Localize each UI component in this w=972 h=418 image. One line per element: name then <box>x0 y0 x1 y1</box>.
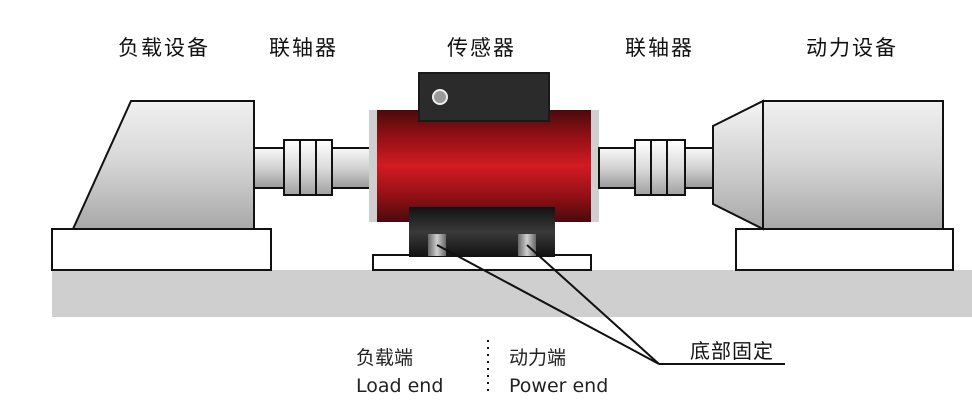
sensor-end-cap-left <box>369 110 377 222</box>
label-power-end-en: Power end <box>509 375 608 397</box>
ground-slab <box>52 270 972 317</box>
label-load-end-cn: 负载端 <box>356 347 413 369</box>
sensor-end-cap-right <box>591 110 599 222</box>
power-equipment-body <box>762 100 944 230</box>
sensor-connector-port-icon <box>432 89 448 105</box>
load-equipment-body <box>71 100 255 230</box>
label-power-equipment: 动力设备 <box>806 36 898 60</box>
leader-line-power-bolt <box>526 244 660 365</box>
sensor-base-plate <box>372 254 592 271</box>
sensor-red-body <box>377 110 591 222</box>
fixing-leader-lines <box>436 244 785 365</box>
right-coupling <box>634 139 686 196</box>
load-equipment-base <box>51 228 272 271</box>
torque-sensor <box>369 72 599 271</box>
left-coupling <box>283 139 333 196</box>
label-coupling-right: 联轴器 <box>625 36 694 60</box>
left-shaft-inner <box>331 147 373 189</box>
label-bottom-fixed: 底部固定 <box>690 339 774 363</box>
power-equipment-cone <box>712 99 764 231</box>
right-coupling-assembly <box>598 139 714 196</box>
right-shaft-inner <box>598 147 636 189</box>
left-coupling-assembly <box>253 139 373 196</box>
label-load-end-en: Load end <box>356 375 443 397</box>
label-coupling-left: 联轴器 <box>269 36 338 60</box>
label-power-end-cn: 动力端 <box>509 347 566 369</box>
right-shaft-outer <box>684 147 714 189</box>
left-shaft-outer <box>253 147 285 189</box>
label-sensor: 传感器 <box>447 36 516 60</box>
label-load-equipment: 负载设备 <box>118 36 210 60</box>
load-equipment <box>51 100 272 271</box>
power-equipment-base <box>735 228 954 271</box>
leader-line-load-bolt <box>436 244 660 365</box>
power-equipment <box>712 99 954 271</box>
